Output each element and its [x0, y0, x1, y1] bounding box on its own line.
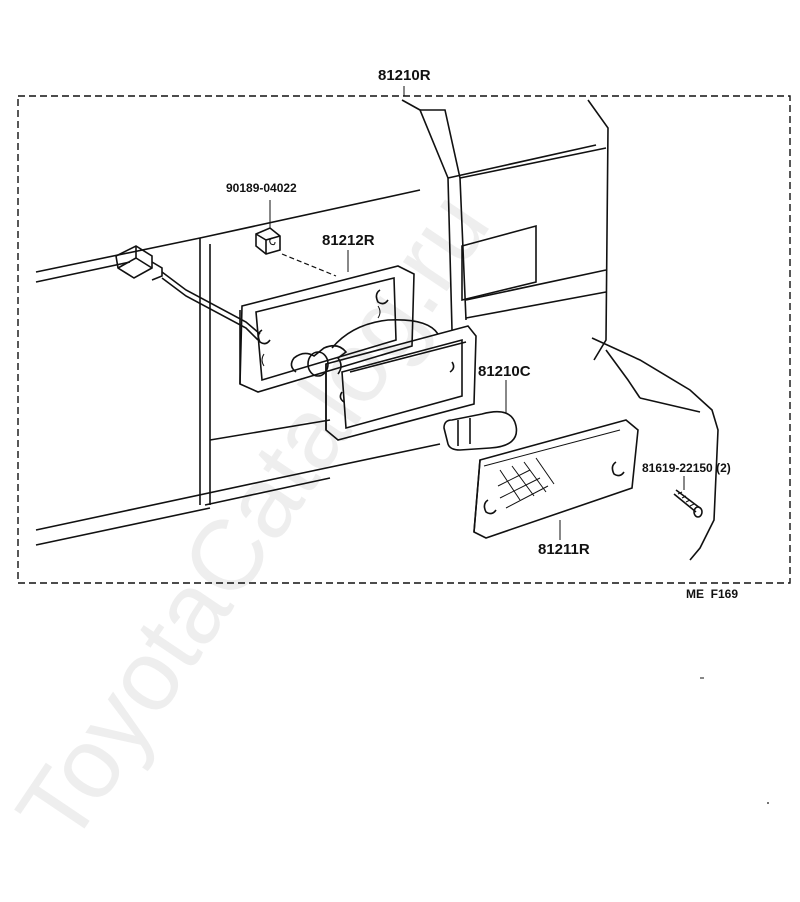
- car-body-outline: [35, 99, 769, 804]
- watermark: ToyotaCatalog.ru: [0, 173, 511, 862]
- assembly-frame: [17, 86, 791, 584]
- screw-label: 81619-22150 (2): [642, 461, 731, 475]
- assembly-label: 81210R: [378, 67, 431, 84]
- watermark-text: ToyotaCatalog.ru: [0, 173, 511, 862]
- figure-code: ME F169: [686, 587, 738, 601]
- gasket-part: [239, 250, 415, 393]
- lens-hatching: [497, 457, 555, 509]
- front-frame: [325, 325, 477, 441]
- clip-part: [255, 200, 337, 277]
- bulb-part: [443, 380, 518, 451]
- bulb-socket: [290, 318, 439, 377]
- screw-part: [673, 476, 703, 518]
- clip-label: 90189-04022: [226, 181, 297, 195]
- lens-part: [473, 419, 639, 540]
- gasket-label: 81212R: [322, 232, 375, 249]
- lens-label: 81211R: [538, 541, 590, 558]
- part-labels: 81210R 90189-04022 81212R 81210C 81619-2…: [226, 67, 738, 601]
- bulb-label: 81210C: [478, 363, 531, 380]
- wire-connector: [115, 245, 261, 341]
